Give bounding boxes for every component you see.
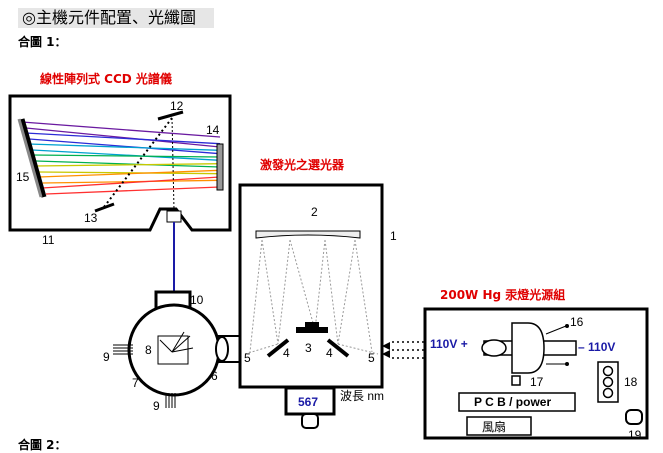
light-input-dots — [392, 341, 425, 359]
ccd-spectrometer-title: 線性陣列式 CCD 光譜儀 — [40, 72, 172, 86]
fiber-bundle-left — [113, 344, 133, 355]
hg-lamp-source-title: 200W Hg 汞燈光源組 — [440, 288, 566, 302]
sample-arrows — [159, 331, 194, 353]
spectrum-ray — [42, 179, 221, 184]
fan-box — [466, 416, 532, 436]
pcb-power-label: P C B / power — [474, 395, 551, 409]
concave-mirror-15 — [19, 118, 47, 198]
label-3: 3 — [305, 341, 312, 355]
sample-holder-8 — [157, 335, 189, 365]
spectrum-ray — [35, 163, 221, 167]
label-1: 1 — [390, 229, 397, 243]
exit-slit-3 — [296, 327, 328, 333]
lamp-reflector — [511, 322, 545, 374]
wavelength-unit: 波長 nm — [340, 389, 384, 403]
spectrum-ray — [29, 138, 221, 155]
mirror-13 — [94, 202, 115, 213]
label-4-left: 4 — [283, 346, 290, 360]
igniter-17 — [511, 375, 521, 386]
label-15: 15 — [16, 170, 30, 184]
label-7: 7 — [132, 376, 139, 390]
label-11: 11 — [42, 233, 55, 247]
voltage-minus-label: – 110V — [578, 340, 615, 354]
spectrum-ray — [25, 132, 221, 145]
mirror-4-left — [266, 338, 290, 358]
beam-12-13 — [103, 117, 173, 208]
label-8: 8 — [145, 343, 152, 357]
beam-slit-12 — [171, 117, 175, 211]
label-18: 18 — [624, 375, 638, 389]
ccd-detector-14 — [216, 143, 224, 191]
slit-block — [305, 322, 319, 327]
label-9-bottom: 9 — [153, 399, 160, 413]
label-17: 17 — [530, 375, 544, 389]
lamp-bulb — [481, 339, 507, 357]
spectrum-rays — [21, 121, 221, 195]
lens-6 — [215, 336, 229, 362]
figure-label: 合圖 1： — [18, 35, 67, 49]
mirror-12 — [157, 110, 184, 121]
selector-light-paths — [244, 239, 379, 355]
mirror-4-right — [326, 338, 350, 358]
wavelength-readout-box — [284, 386, 336, 416]
ccd-spectrometer-housing — [8, 94, 232, 232]
concave-mirror-edge — [17, 118, 43, 198]
lamp-terminal-top — [565, 324, 569, 328]
spectrum-ray — [39, 171, 221, 175]
label-4-right: 4 — [326, 346, 333, 360]
spectrum-ray — [21, 121, 221, 138]
label-14: 14 — [206, 123, 220, 137]
label-2: 2 — [311, 205, 318, 219]
spectrum-ray — [28, 143, 221, 151]
label-6: 6 — [211, 369, 218, 383]
spectrum-ray — [32, 149, 221, 161]
light-input-arrows — [382, 342, 390, 358]
readout-knob — [301, 413, 319, 429]
label-9-left: 9 — [103, 350, 110, 364]
label-16: 16 — [570, 315, 584, 329]
label-5-right: 5 — [368, 351, 375, 365]
lamp-terminal-bottom — [565, 362, 569, 366]
label-10: 10 — [190, 293, 204, 307]
spectrum-ray — [25, 127, 221, 148]
fiber-bundle-bottom — [165, 393, 176, 408]
lamp-lead-top — [545, 325, 567, 335]
spectrum-ray — [35, 160, 221, 168]
spectrum-ray — [31, 154, 221, 158]
spectrum-ray — [45, 186, 221, 195]
pcb-power-box — [458, 392, 576, 412]
light-selector-title: 激發光之選光器 — [260, 158, 345, 172]
voltage-plus-label: 110V + — [430, 337, 468, 351]
power-switch-19 — [625, 409, 643, 425]
section-title: ◎主機元件配置、光纖圖 — [18, 8, 214, 28]
label-13: 13 — [84, 211, 98, 225]
spectrum-ray — [41, 176, 221, 189]
selector-housing-1 — [238, 183, 384, 389]
ccd-entrance-slit — [166, 210, 182, 223]
grating-2 — [255, 230, 361, 239]
label-5-left: 5 — [244, 351, 251, 365]
fan-label: 風扇 — [482, 419, 506, 434]
wavelength-value: 567 — [298, 395, 318, 409]
label-19: 19 — [628, 428, 642, 442]
label-12: 12 — [170, 99, 184, 113]
